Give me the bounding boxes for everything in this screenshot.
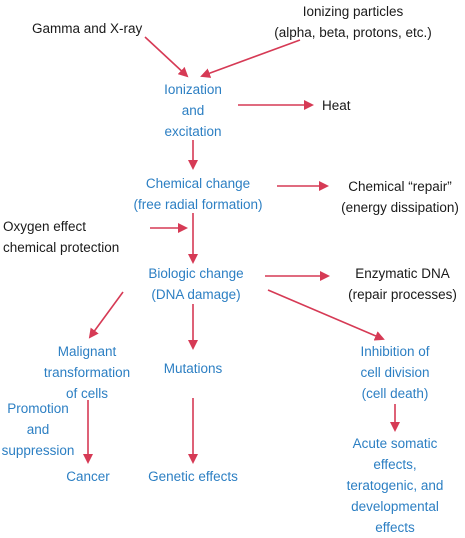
node-enzymatic-dna-line-1: Enzymatic DNA [355, 266, 450, 281]
node-inhibition-line-2: cell division [360, 365, 430, 380]
node-gamma: Gamma and X-ray [32, 18, 142, 39]
node-ionization-line-2: and [181, 103, 205, 118]
node-acute-line-4: developmental [351, 499, 439, 514]
node-chemical-change-line-2: (free radial formation) [133, 197, 263, 212]
node-acute-line-5: effects [375, 520, 415, 535]
arrow-particles-to-ionization [200, 39, 301, 78]
node-ionization-line-1: Ionization [164, 82, 222, 97]
node-biologic-change-line-2: (DNA damage) [151, 287, 241, 302]
arrow-biologic-to-inhibition [267, 289, 385, 341]
node-heat-line: Heat [322, 98, 351, 113]
node-acute: Acute somatic effects, teratogenic, and … [330, 433, 460, 538]
node-oxygen-effect-line-2: chemical protection [3, 240, 120, 255]
node-malignant: Malignant transformation of cells [35, 341, 139, 404]
node-chemical-repair-line-2: (energy dissipation) [341, 200, 459, 215]
node-malignant-line-1: Malignant [57, 344, 117, 359]
node-genetic-effects-line: Genetic effects [148, 469, 238, 484]
node-enzymatic-dna-line-2: (repair processes) [348, 287, 457, 302]
node-ionization-line-3: excitation [164, 124, 222, 139]
node-mutations-line: Mutations [163, 361, 223, 376]
node-biologic-change-line-1: Biologic change [148, 266, 244, 281]
node-mutations: Mutations [148, 358, 238, 379]
node-acute-line-2: effects, [373, 457, 417, 472]
node-biologic-change: Biologic change (DNA damage) [131, 263, 261, 305]
node-promotion: Promotion and suppression [0, 398, 76, 461]
node-ionizing-particles-line-2: (alpha, beta, protons, etc.) [274, 25, 432, 40]
node-cancer-line: Cancer [66, 469, 110, 484]
node-oxygen-effect: Oxygen effect chemical protection [3, 216, 119, 258]
node-promotion-line-2: and [26, 422, 50, 437]
node-enzymatic-dna: Enzymatic DNA (repair processes) [340, 263, 465, 305]
node-chemical-repair: Chemical “repair” (energy dissipation) [335, 176, 465, 218]
node-chemical-change: Chemical change (free radial formation) [118, 173, 278, 215]
node-malignant-line-2: transformation [43, 365, 131, 380]
node-heat: Heat [322, 95, 351, 116]
node-ionizing-particles-line-1: Ionizing particles [302, 4, 404, 19]
node-inhibition-line-3: (cell death) [361, 386, 429, 401]
node-ionization: Ionization and excitation [148, 79, 238, 142]
node-genetic-effects: Genetic effects [138, 466, 248, 487]
node-gamma-line: Gamma and X-ray [32, 21, 143, 36]
node-cancer: Cancer [56, 466, 120, 487]
node-ionizing-particles: Ionizing particles (alpha, beta, protons… [258, 1, 448, 43]
arrow-gamma-to-ionization [144, 36, 189, 78]
node-oxygen-effect-line-1: Oxygen effect [3, 219, 87, 234]
node-promotion-line-3: suppression [1, 443, 75, 458]
node-chemical-repair-line-1: Chemical “repair” [348, 179, 452, 194]
node-inhibition: Inhibition of cell division (cell death) [345, 341, 445, 404]
node-acute-line-3: teratogenic, and [346, 478, 444, 493]
node-chemical-change-line-1: Chemical change [145, 176, 251, 191]
node-inhibition-line-1: Inhibition of [360, 344, 430, 359]
node-malignant-line-3: of cells [65, 386, 109, 401]
arrow-biologic-to-malignant [88, 291, 124, 339]
node-acute-line-1: Acute somatic [352, 436, 438, 451]
node-promotion-line-1: Promotion [7, 401, 69, 416]
